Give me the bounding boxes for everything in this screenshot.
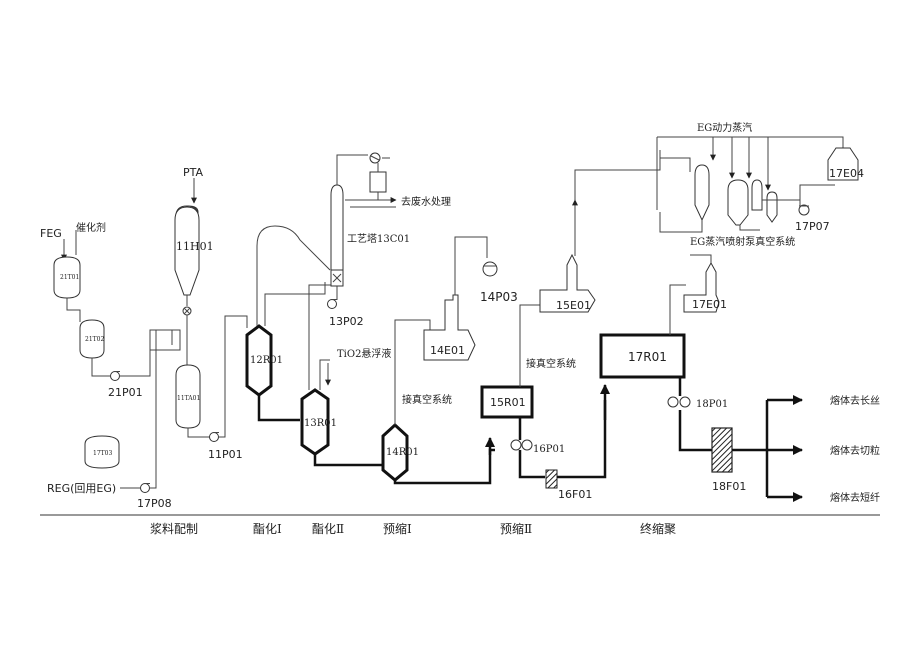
- tank-17t03-label: 17T03: [93, 450, 112, 457]
- pump-21p01-icon[interactable]: [110, 371, 121, 381]
- pump-16p01-label: 16P01: [533, 444, 565, 455]
- column-13c01[interactable]: 工艺塔13C01: [330, 184, 410, 287]
- condenser-17e01-label: 17E01: [692, 298, 727, 311]
- tank-21t01-label: 21T01: [60, 274, 79, 281]
- reg-label: REG(回用EG): [47, 482, 116, 495]
- condenser-17e01[interactable]: 17E01: [683, 261, 727, 313]
- pump-18p01-icon[interactable]: [667, 396, 691, 408]
- tank-11ta01-label: 11TA01: [177, 395, 200, 402]
- catalyst-label: 催化剂: [76, 221, 106, 234]
- pump-11p01-label: 11P01: [208, 448, 243, 461]
- reactor-14r01-label: 14R01: [386, 447, 419, 458]
- precondensation-2-section: 15R01 接真空系统 15E01 16P01 16F01: [480, 150, 661, 501]
- tank-21t02-label: 21T02: [85, 336, 104, 343]
- melt-long-label: 熔体去长丝: [830, 394, 880, 407]
- reactor-17r01[interactable]: 17R01: [599, 333, 686, 379]
- precondensation-1-section: 14R01 接真空系统 14E01 14P03: [381, 236, 518, 485]
- tank-21t02[interactable]: 21T02: [79, 319, 105, 359]
- reactor-15r01[interactable]: 15R01: [480, 385, 534, 419]
- tank-17e04[interactable]: 17E04: [827, 147, 864, 181]
- condenser-15e01-label: 15E01: [556, 299, 591, 312]
- pump-13p02-icon[interactable]: [327, 299, 338, 309]
- reactor-13r01-label: 13R01: [304, 418, 337, 429]
- esterification-section: 12R01 13R01 TiO2悬浮液 工艺塔13C01: [245, 152, 451, 467]
- filter-18f01-label: 18F01: [712, 480, 746, 493]
- pump-11p01-icon[interactable]: [209, 432, 220, 442]
- hopper-11h01-label: 11H01: [176, 240, 214, 253]
- tio2-label: TiO2悬浮液: [337, 347, 391, 360]
- tank-17e04-label: 17E04: [829, 167, 864, 180]
- stage-precond2: 预缩Ⅱ: [500, 521, 532, 536]
- ejector-system-label: EG蒸汽喷射泵真空系统: [690, 235, 795, 248]
- pump-21p01-label: 21P01: [108, 386, 143, 399]
- condenser-15e01[interactable]: 15E01: [539, 253, 596, 313]
- vacuum-1-label: 接真空系统: [402, 393, 452, 406]
- pump-17p08-icon[interactable]: [140, 483, 151, 493]
- pta-label: PTA: [183, 166, 203, 179]
- eg-steam-label: EG动力蒸汽: [697, 121, 752, 134]
- melt-chip-label: 熔体去切粒: [830, 444, 880, 457]
- melt-staple-label: 熔体去短纤: [830, 491, 880, 504]
- filter-16f01-label: 16F01: [558, 488, 592, 501]
- slurry-section: 21T01 21T02 21P01 11H01: [53, 178, 248, 510]
- stage-final: 终缩聚: [640, 521, 676, 536]
- reactor-13r01[interactable]: 13R01: [300, 388, 337, 456]
- condenser-icon: [369, 152, 381, 164]
- tank-17t03[interactable]: 17T03: [84, 435, 120, 469]
- pump-13p02-label: 13P02: [329, 315, 364, 328]
- column-13c01-label: 工艺塔13C01: [347, 232, 410, 245]
- vacuum-2-label: 接真空系统: [526, 357, 576, 370]
- pump-16p01-icon[interactable]: [510, 439, 533, 451]
- stage-ester1: 酯化Ⅰ: [253, 522, 282, 536]
- stage-slurry: 浆料配制: [150, 521, 198, 536]
- filter-18f01[interactable]: [711, 427, 733, 473]
- pump-18p01-label: 18P01: [696, 399, 728, 410]
- stage-precond1: 预缩Ⅰ: [383, 521, 412, 536]
- reactor-15r01-label: 15R01: [490, 396, 526, 409]
- waste-water-label: 去废水处理: [401, 195, 451, 208]
- tank-21t01[interactable]: 21T01: [53, 256, 81, 299]
- pump-14p03-icon[interactable]: [482, 261, 498, 277]
- pump-17p08-label: 17P08: [137, 497, 172, 510]
- tank-11ta01[interactable]: 11TA01: [175, 364, 201, 429]
- filter-16f01[interactable]: [545, 469, 558, 489]
- ejector-system[interactable]: [659, 164, 778, 233]
- condenser-14e01-label: 14E01: [430, 344, 465, 357]
- reactor-17r01-label: 17R01: [628, 350, 667, 364]
- pump-14p03-label: 14P03: [480, 290, 518, 304]
- reactor-12r01-label: 12R01: [250, 355, 283, 366]
- pump-17p07-icon[interactable]: [798, 204, 810, 216]
- pump-17p07-label: 17P07: [795, 220, 830, 233]
- feg-label: FEG: [40, 227, 62, 240]
- reactor-12r01[interactable]: 12R01: [245, 324, 283, 397]
- stage-ester2: 酯化Ⅱ: [312, 522, 344, 536]
- final-polycondensation-section: 17R01 17E01 EG蒸汽喷射泵真空系统 EG动力蒸汽: [599, 121, 880, 504]
- condenser-14e01[interactable]: 14E01: [423, 294, 476, 361]
- reactor-14r01[interactable]: 14R01: [381, 422, 419, 482]
- hopper-11h01[interactable]: 11H01: [174, 205, 214, 296]
- rotary-valve-icon: [182, 306, 192, 316]
